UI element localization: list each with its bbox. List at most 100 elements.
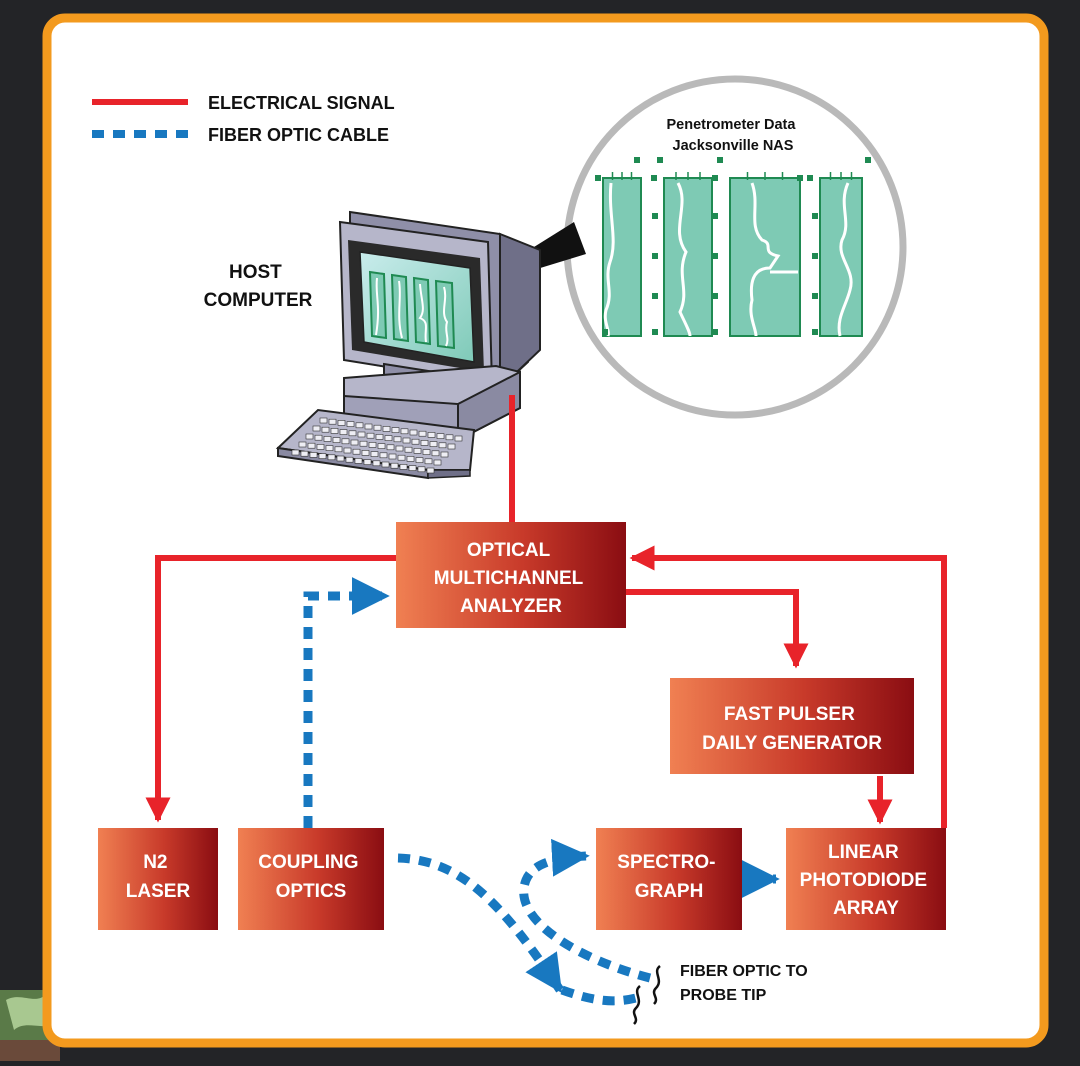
photodiode-label-line-3: ARRAY	[833, 898, 899, 919]
photodiode-to-oma-wire	[629, 545, 947, 828]
keyboard-key	[395, 445, 404, 452]
plot-marker	[634, 157, 640, 163]
keyboard-key	[363, 459, 372, 465]
keyboard-key	[400, 428, 409, 435]
plot-marker	[865, 157, 871, 163]
coupling-to-probe-fiber	[397, 853, 564, 994]
oma-box: OPTICAL MULTICHANNEL ANALYZER	[396, 522, 626, 628]
keyboard-key	[406, 456, 415, 462]
plot-column-4	[819, 177, 863, 337]
oma-label-line-3: ANALYZER	[460, 596, 562, 617]
keyboard-key	[391, 427, 400, 433]
keyboard-key	[309, 452, 318, 458]
keyboard-key	[323, 436, 332, 442]
laser-label-line-2: LASER	[126, 881, 191, 902]
oma-label-line-2: MULTICHANNEL	[434, 568, 584, 589]
plot-marker	[602, 329, 608, 335]
keyboard-key	[346, 421, 355, 427]
photodiode-label-line-2: PHOTODIODE	[800, 870, 927, 891]
pulser-label-line-2: DAILY GENERATOR	[702, 733, 882, 754]
keyboard-key	[366, 432, 375, 439]
pulser-label: FAST PULSER DAILY GENERATOR	[702, 704, 882, 754]
oma-label: OPTICAL MULTICHANNEL ANALYZER	[434, 540, 588, 617]
keyboard-key	[402, 437, 411, 444]
coupling-to-oma-fiber	[303, 577, 390, 828]
plot-trace-2	[676, 182, 692, 337]
data-inset: Penetrometer Data Jacksonville NAS	[563, 75, 907, 419]
keyboard-key	[328, 418, 337, 425]
inset-title-line-2: Jacksonville NAS	[673, 138, 794, 154]
keyboard-key	[424, 458, 433, 465]
keyboard-key	[312, 425, 321, 432]
plot-marker	[812, 253, 818, 259]
keyboard-key	[350, 439, 359, 446]
keyboard-key	[298, 441, 307, 448]
keyboard-key	[339, 429, 348, 435]
keyboard-key	[420, 440, 429, 446]
keyboard-key	[388, 453, 397, 460]
plot-marker	[717, 157, 723, 163]
spectrograph-box: SPECTRO- GRAPH	[596, 828, 742, 930]
plot-column-2	[663, 177, 713, 337]
keyboard-key	[307, 442, 316, 449]
probe-tip-line-1: FIBER OPTIC TO	[680, 963, 808, 980]
keyboard-key	[355, 422, 364, 429]
coupling-label: COUPLING OPTICS	[258, 852, 364, 902]
keyboard-key	[436, 433, 445, 439]
oma-to-pulser-wire	[626, 589, 809, 669]
keyboard-key	[348, 430, 357, 437]
keyboard-key	[316, 444, 325, 450]
laser-box: N2 LASER	[98, 828, 218, 930]
keyboard-key	[291, 449, 300, 456]
plot-marker	[652, 329, 658, 335]
oma-label-line-1: OPTICAL	[467, 540, 551, 561]
cable-break-marks	[632, 965, 661, 1025]
pulser-box: FAST PULSER DAILY GENERATOR	[670, 678, 914, 774]
spectrograph-label: SPECTRO- GRAPH	[617, 852, 720, 902]
plot-trace-4	[837, 182, 853, 337]
keyboard-key	[357, 431, 366, 438]
keyboard-key	[411, 438, 420, 445]
electrical-connections	[145, 395, 947, 828]
keyboard-key	[381, 461, 390, 468]
legend-fiber-label: FIBER OPTIC CABLE	[208, 125, 389, 145]
keyboard-key	[393, 436, 402, 443]
keyboard-key	[373, 424, 382, 431]
keyboard-key	[422, 449, 431, 455]
keyboard-key	[433, 459, 442, 466]
host-computer-label: HOST COMPUTER	[204, 262, 313, 311]
keyboard-key	[345, 456, 354, 463]
keyboard-key	[375, 434, 384, 440]
laser-label: N2 LASER	[126, 852, 191, 902]
plot-trace-1	[603, 182, 615, 337]
inset-title: Penetrometer Data Jacksonville NAS	[667, 117, 800, 154]
keyboard-key	[352, 448, 361, 455]
legend: ELECTRICAL SIGNAL FIBER OPTIC CABLE	[92, 93, 395, 145]
photodiode-label: LINEAR PHOTODIODE ARRAY	[800, 842, 933, 919]
plot-marker	[652, 253, 658, 259]
photodiode-label-line-1: LINEAR	[828, 842, 899, 863]
plot-marker	[657, 157, 663, 163]
keyboard-key	[325, 445, 334, 451]
plot-marker	[812, 293, 818, 299]
plot-marker	[812, 329, 818, 335]
host-computer-line-2: COMPUTER	[204, 290, 313, 311]
keyboard-key	[404, 446, 413, 453]
keyboard-key	[382, 426, 391, 432]
probe-fiber-end-1	[560, 985, 638, 1006]
keyboard-key	[334, 446, 343, 453]
keyboard-key	[361, 450, 370, 456]
keyboard-key	[318, 453, 327, 459]
keyboard-key	[415, 457, 424, 463]
plot-marker	[712, 175, 718, 181]
plot-marker	[712, 329, 718, 335]
keyboard-key	[399, 464, 408, 470]
spectrograph-label-line-2: GRAPH	[635, 881, 704, 902]
pulser-label-line-1: FAST PULSER	[724, 704, 855, 725]
photodiode-array-box: LINEAR PHOTODIODE ARRAY	[786, 828, 946, 930]
coupling-optics-box: COUPLING OPTICS	[238, 828, 384, 930]
plot-marker	[652, 213, 658, 219]
plot-marker	[651, 175, 657, 181]
